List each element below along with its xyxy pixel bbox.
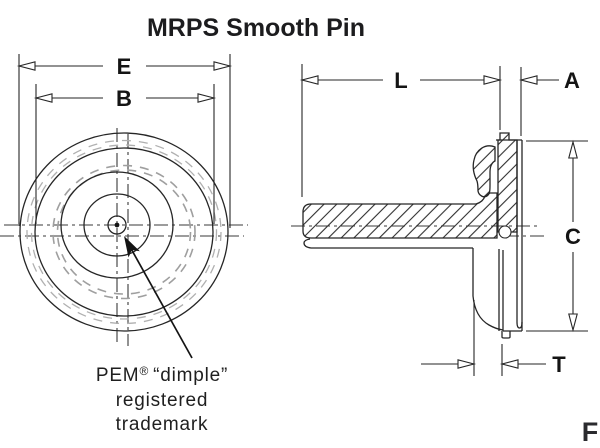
dimple-annotation: PEM® “dimple” registered trademark xyxy=(96,364,228,435)
dim-label-c: C xyxy=(565,224,581,249)
hidden-ring-outer-a xyxy=(26,139,222,325)
dimple-circle xyxy=(107,215,127,235)
dim-label-b: B xyxy=(116,86,132,111)
head-rim-bottom-arc xyxy=(516,321,523,329)
front-view xyxy=(0,128,248,346)
leader-line xyxy=(128,244,193,359)
head-section xyxy=(497,132,518,233)
e-arrow-right xyxy=(213,61,233,71)
dimple-leader xyxy=(124,236,193,359)
b-arrow-right xyxy=(197,93,217,103)
l-arrow-right xyxy=(483,75,503,85)
dimension-c: C xyxy=(526,139,588,333)
side-view xyxy=(291,132,548,339)
dimension-l: L xyxy=(299,64,503,197)
dimension-e: E xyxy=(16,54,233,228)
a-arrow xyxy=(518,75,538,85)
hidden-ring-inner-a xyxy=(52,164,196,300)
dim-label-l: L xyxy=(394,68,407,93)
inner-circle xyxy=(60,171,174,279)
dim-label-e: E xyxy=(117,54,132,79)
annotation-line-1: PEM® “dimple” xyxy=(96,364,228,386)
l-arrow-left xyxy=(299,75,319,85)
dimension-b: B xyxy=(33,84,217,224)
t-arrow-left xyxy=(457,359,477,369)
dim-label-t: T xyxy=(552,352,566,377)
dim-label-a: A xyxy=(564,68,580,93)
dimple-center-dot xyxy=(114,222,120,228)
hidden-ring-inner-b xyxy=(56,169,192,295)
annotation-brand: PEM xyxy=(96,365,140,386)
t-arrow-right xyxy=(499,359,519,369)
leader-arrowhead xyxy=(124,236,140,258)
shank-circle xyxy=(83,193,151,257)
shank-section xyxy=(302,192,498,239)
annotation-line-3: trademark xyxy=(116,414,209,435)
figure-label: F xyxy=(582,417,599,447)
e-arrow-left xyxy=(16,61,36,71)
head-outer-circle xyxy=(19,132,229,332)
raised-ring-circle xyxy=(34,147,214,317)
dimple-section-notch xyxy=(498,225,512,239)
hidden-ring-outer-b xyxy=(30,144,218,320)
b-arrow-left xyxy=(33,93,53,103)
page-title: MRPS Smooth Pin xyxy=(147,14,365,42)
c-arrow-up xyxy=(568,139,578,159)
annotation-dimple-word: “dimple” xyxy=(153,365,228,386)
c-arrow-down xyxy=(568,313,578,333)
shank-lower-silhouette xyxy=(303,238,473,249)
dimension-a: A xyxy=(518,67,580,136)
dimension-t: T xyxy=(421,300,566,377)
registered-mark: ® xyxy=(139,364,149,378)
head-bottom-tab xyxy=(501,331,511,339)
clinch-bulge-section xyxy=(472,145,496,198)
annotation-line-2: registered xyxy=(116,390,209,411)
